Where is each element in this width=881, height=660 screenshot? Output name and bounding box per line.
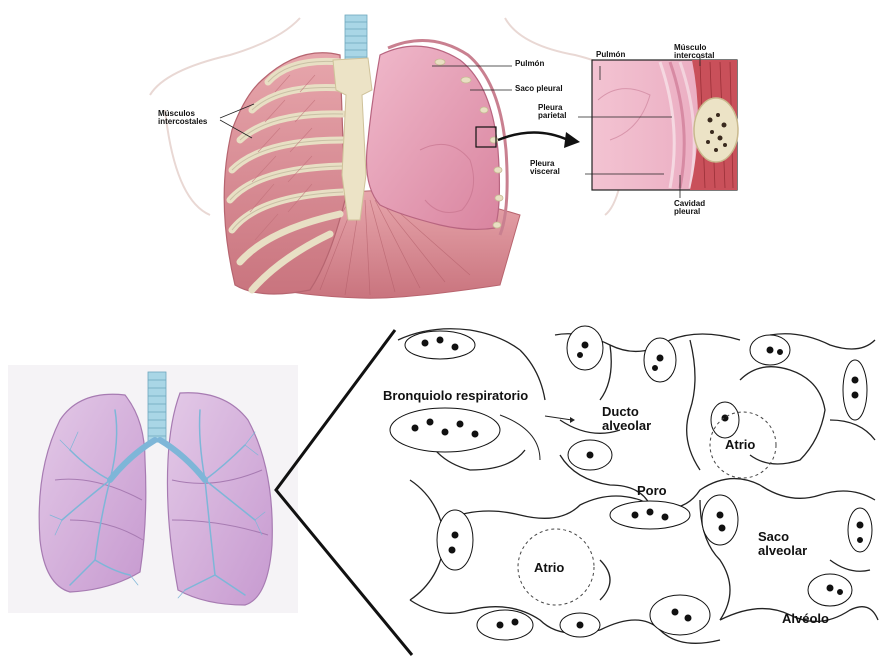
label-intercostal-muscle: Músculo intercostal [674, 44, 736, 61]
label-respiratory-bronchiole: Bronquiolo respiratorio [383, 389, 528, 403]
label-pleural-sac: Saco pleural [515, 85, 563, 93]
trachea-top [345, 15, 367, 63]
label-alveolus: Alvéolo [782, 612, 829, 626]
label-parietal-pleura: Pleura parietal [538, 104, 586, 121]
label-pleural-cavity: Cavidad pleural [674, 200, 722, 217]
label-pore: Poro [637, 484, 667, 498]
detail-arrow [498, 133, 568, 141]
label-inset-lung: Pulmón [596, 51, 625, 59]
label-atrium-right: Atrio [725, 438, 755, 452]
trachea-bottom [148, 372, 166, 442]
label-visceral-pleura: Pleura visceral [530, 160, 580, 177]
label-alveolar-duct: Ducto alveolar [602, 405, 672, 432]
right-lung [367, 46, 500, 229]
rib-cross-section [694, 98, 738, 162]
label-intercostal-muscles: Músculos intercostales [158, 110, 238, 127]
alveolar-cells [390, 326, 872, 640]
label-lung: Pulmón [515, 60, 544, 68]
label-atrium-left: Atrio [534, 561, 564, 575]
label-alveolar-sac: Saco alveolar [758, 530, 830, 557]
